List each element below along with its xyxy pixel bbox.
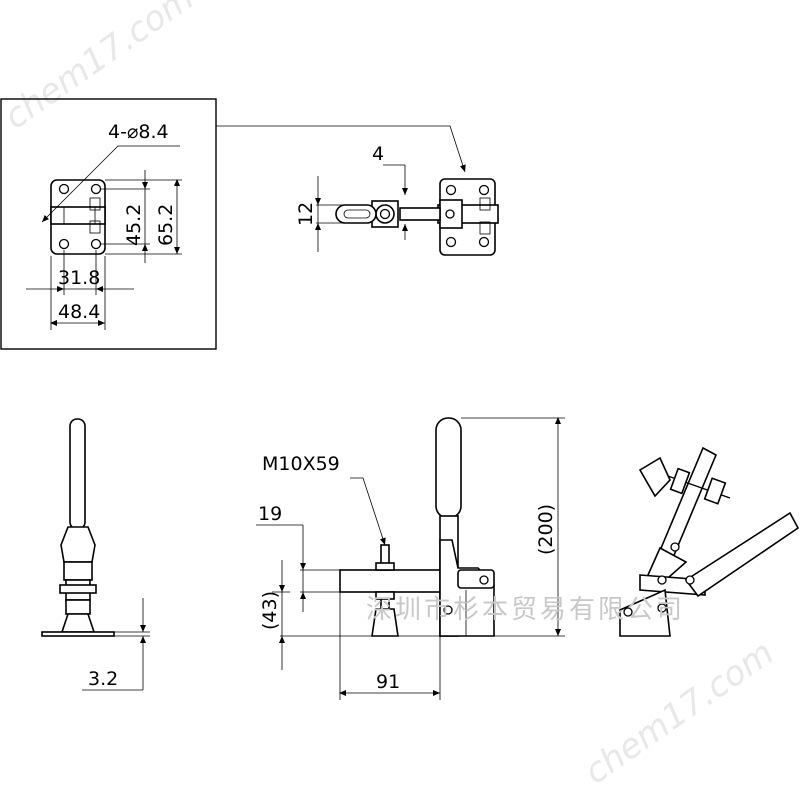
front-arm xyxy=(339,569,441,593)
dim-48-4: 48.4 xyxy=(58,301,100,323)
open-body xyxy=(619,588,671,637)
mount-hole xyxy=(58,183,70,195)
mount-hole xyxy=(90,183,102,195)
dim-43: (43) xyxy=(259,591,281,630)
watermark-company: 深圳市杉本贸易有限公司 xyxy=(366,595,685,625)
spindle-label: M10X59 xyxy=(262,453,340,475)
dim-65-2: 65.2 xyxy=(155,204,177,246)
mount-hole xyxy=(58,238,70,250)
side-view: 3.2 xyxy=(41,418,150,691)
side-handle xyxy=(69,418,86,530)
detail-view: 4-⌀8.4 45.2 65.2 31.8 48.4 xyxy=(0,98,466,350)
front-view: M10X59 19 (43) (200) 91 xyxy=(256,417,565,700)
dim-45-2: 45.2 xyxy=(123,204,145,246)
open-arm xyxy=(657,446,718,562)
top-arm xyxy=(399,207,441,221)
dim-31-8: 31.8 xyxy=(58,267,100,289)
open-handle xyxy=(684,511,800,598)
hole-callout-leader xyxy=(41,145,180,223)
hole-spec-label: 4-⌀8.4 xyxy=(108,121,169,143)
side-base xyxy=(41,631,115,637)
watermark-site-bottom: chem17.com xyxy=(577,633,781,793)
dim-200: (200) xyxy=(535,504,557,555)
top-view: 4 12 xyxy=(295,143,499,256)
front-handle-grip xyxy=(435,417,462,519)
slot-bar xyxy=(50,206,106,225)
mount-hole xyxy=(90,238,102,250)
watermark-site-top: chem17.com xyxy=(0,0,201,137)
top-slot-handle xyxy=(335,204,377,224)
open-spindle-tip xyxy=(638,456,671,498)
dim-91: 91 xyxy=(376,671,400,693)
open-view xyxy=(619,446,800,637)
dim-19: 19 xyxy=(258,503,282,525)
dim-4: 4 xyxy=(372,143,384,165)
dim-12: 12 xyxy=(295,202,317,226)
dim-3-2: 3.2 xyxy=(88,668,118,690)
detail-leader xyxy=(216,125,466,173)
detail-frame xyxy=(0,98,217,350)
